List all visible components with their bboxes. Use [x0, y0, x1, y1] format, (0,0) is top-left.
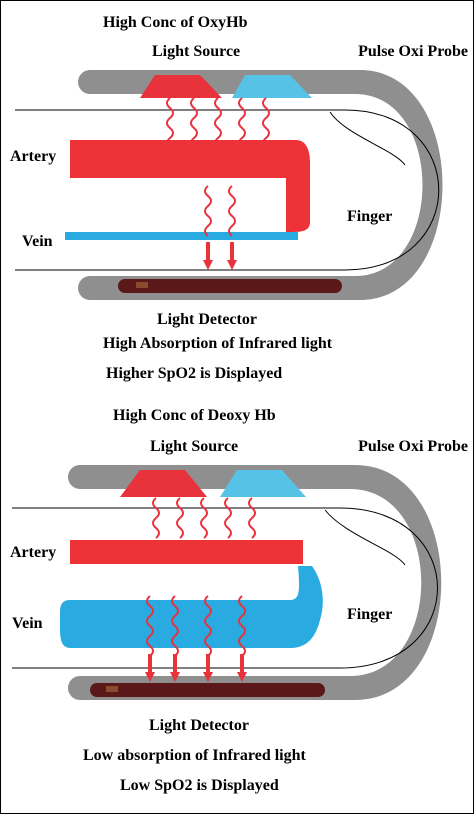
light-wave [262, 97, 270, 149]
light-wave [176, 497, 184, 539]
light-detector [118, 279, 342, 293]
result-text: Low SpO2 is Displayed [120, 777, 279, 794]
detector-mark [106, 686, 118, 692]
vein-label: Vein [22, 233, 53, 250]
light-wave [146, 595, 154, 657]
nail-line [329, 111, 406, 166]
probe-clip [68, 465, 442, 700]
nail-line [324, 509, 406, 566]
artery-label: Artery [10, 544, 56, 561]
finger-outline [12, 507, 438, 669]
panel-oxyhb: High Conc of OxyHb Light Source Pulse Ox… [10, 14, 468, 382]
detector-label: Light Detector [149, 717, 249, 734]
panel-heading: High Conc of Deoxy Hb [113, 407, 276, 424]
light-wave [224, 497, 232, 539]
red-light-source [120, 470, 207, 497]
light-wave [200, 497, 208, 539]
vein [60, 566, 323, 648]
light-detector [90, 683, 325, 697]
result-text: Higher SpO2 is Displayed [106, 365, 282, 382]
absorption-text: High Absorption of Infrared light [103, 335, 333, 352]
light-wave [166, 97, 174, 149]
light-wave [171, 595, 179, 657]
light-wave [152, 497, 160, 539]
vein [65, 232, 298, 240]
light-source-label: Light Source [150, 438, 238, 455]
artery [70, 140, 310, 232]
light-wave [190, 97, 198, 149]
light-wave [214, 97, 222, 149]
panel-deoxyhb: High Conc of Deoxy Hb Light Source Pulse… [10, 407, 468, 794]
artery-label: Artery [10, 148, 56, 165]
absorption-text: Low absorption of Infrared light [83, 747, 307, 764]
probe-clip [78, 70, 443, 300]
finger-outline [15, 109, 440, 271]
red-light-source [140, 75, 222, 98]
probe-label: Pulse Oxi Probe [358, 438, 468, 455]
probe-label: Pulse Oxi Probe [358, 43, 468, 60]
detector-mark [136, 282, 148, 288]
light-wave [228, 185, 236, 237]
vein-label: Vein [12, 615, 43, 632]
light-wave [238, 97, 246, 149]
infrared-light-source [220, 470, 306, 497]
detector-label: Light Detector [157, 311, 257, 328]
finger-label: Finger [347, 606, 392, 623]
artery [70, 540, 303, 564]
light-wave [204, 595, 212, 657]
light-source-label: Light Source [152, 43, 240, 60]
light-wave [238, 595, 246, 657]
infrared-light-source [232, 75, 312, 98]
light-wave [248, 497, 256, 539]
panel-heading: High Conc of OxyHb [103, 14, 248, 31]
finger-label: Finger [347, 208, 392, 225]
light-wave [204, 185, 212, 237]
